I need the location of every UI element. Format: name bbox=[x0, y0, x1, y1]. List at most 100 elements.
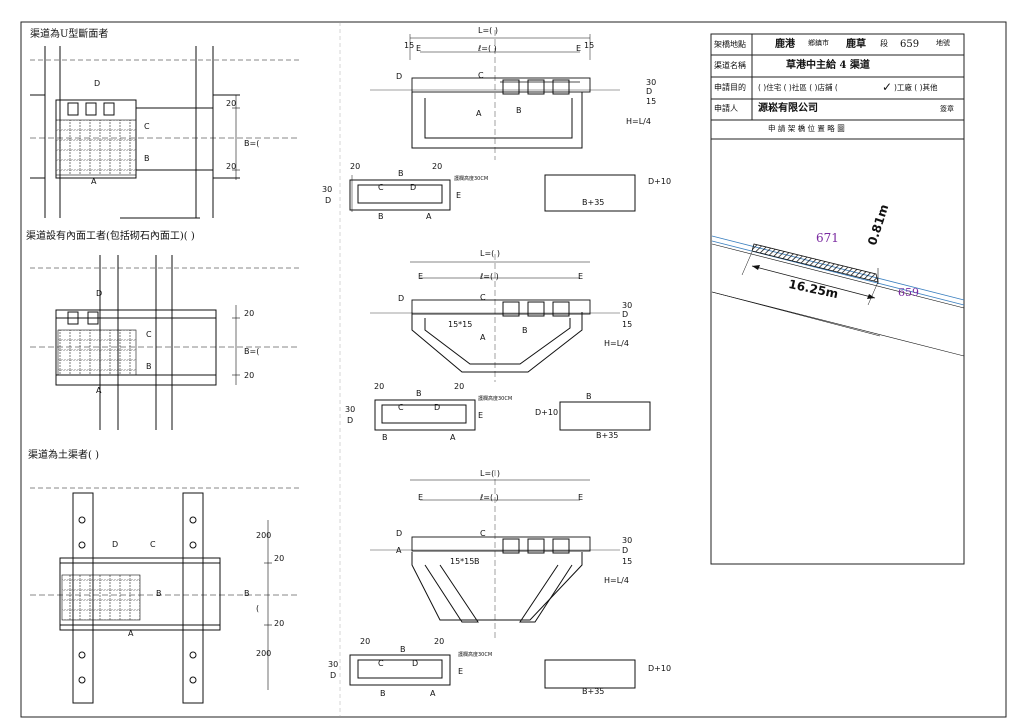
marker-b: B bbox=[378, 212, 384, 221]
dim-d: D bbox=[325, 196, 332, 205]
dim-30: 30 bbox=[328, 660, 339, 669]
sheet-border bbox=[20, 21, 1007, 718]
marker-c: C bbox=[150, 540, 156, 549]
dim-20: 20 bbox=[244, 371, 255, 380]
dim-20: 20 bbox=[274, 619, 285, 628]
dim-20: 20 bbox=[434, 637, 445, 646]
marker-c: C bbox=[478, 71, 484, 80]
dim-200: 200 bbox=[256, 531, 272, 540]
section-title-u: 渠道為U型斷面者 bbox=[30, 29, 109, 40]
marker-d: D bbox=[434, 403, 441, 412]
marker-b: B bbox=[156, 589, 162, 598]
marker-a: A bbox=[128, 629, 134, 638]
dim-30: 30 bbox=[622, 536, 633, 545]
road-line-2 bbox=[711, 291, 881, 337]
dim-15: 15 bbox=[622, 557, 633, 566]
form-lot: 659 bbox=[900, 39, 920, 50]
marker-b: B bbox=[382, 433, 388, 442]
section-earth bbox=[370, 470, 620, 640]
marker-e: E bbox=[456, 191, 462, 200]
lot-label-659: 659 bbox=[898, 286, 919, 299]
dim-d: D bbox=[330, 671, 337, 680]
marker-c: C bbox=[146, 330, 152, 339]
marker-c: C bbox=[144, 122, 150, 131]
dim-d10: D+10 bbox=[535, 408, 559, 417]
marker-a: A bbox=[450, 433, 456, 442]
marker-b: B bbox=[380, 689, 386, 698]
dim-l-total: L=( ) bbox=[480, 469, 500, 478]
form-canal-label: 渠道名稱 bbox=[714, 61, 746, 70]
dim-l-clear: ℓ=( ) bbox=[478, 44, 497, 53]
dim-30: 30 bbox=[646, 78, 657, 87]
marker-a: A bbox=[396, 546, 402, 555]
marker-b: B bbox=[146, 362, 152, 371]
dim-l-clear: ℓ=( ) bbox=[480, 493, 499, 502]
rail-note: 護欄高度30CM bbox=[458, 652, 493, 658]
dim-20: 20 bbox=[360, 637, 371, 646]
marker-c: C bbox=[398, 403, 404, 412]
plan-lining-section bbox=[30, 255, 300, 430]
dim-30: 30 bbox=[622, 301, 633, 310]
dim-20: 20 bbox=[350, 162, 361, 171]
form-applicant-label: 申請人 bbox=[714, 104, 738, 113]
form-purpose-options: ( )住宅 ( )社區 ( )店鋪 ( bbox=[758, 83, 838, 92]
dim-h: H=L/4 bbox=[604, 339, 629, 348]
dim-e: E bbox=[576, 44, 582, 53]
dim-e: E bbox=[578, 272, 584, 281]
marker-a: A bbox=[96, 386, 102, 395]
dim-l-clear: ℓ=( ) bbox=[480, 272, 499, 281]
dim-d10: D+10 bbox=[648, 664, 672, 673]
dim-15: 15 bbox=[646, 97, 657, 106]
bridge-hatch bbox=[751, 243, 879, 283]
length-dim-line bbox=[751, 265, 876, 299]
section-u bbox=[370, 30, 620, 160]
marker-d: D bbox=[396, 529, 403, 538]
road-line-1 bbox=[711, 291, 965, 357]
section-title-lining: 渠道設有內面工者(包括砌石內面工)( ) bbox=[26, 231, 195, 242]
chamfer-label: 15*15 bbox=[450, 557, 475, 566]
map-title: 申 請 架 橋 位 置 略 圖 bbox=[768, 124, 845, 133]
dim-200: 200 bbox=[256, 649, 272, 658]
dim-d: D bbox=[646, 87, 653, 96]
form-canal-name: 草港中主給 4 渠道 bbox=[786, 60, 870, 71]
dim-e: E bbox=[578, 493, 584, 502]
section-earth-slab bbox=[349, 654, 636, 689]
form-location-label: 架橋地點 bbox=[714, 40, 746, 49]
dim-h: H=L/4 bbox=[626, 117, 651, 126]
dim-d10: D+10 bbox=[648, 177, 672, 186]
marker-b: B bbox=[144, 154, 150, 163]
dim-b: B bbox=[416, 389, 422, 398]
marker-c: C bbox=[480, 293, 486, 302]
marker-c: C bbox=[378, 659, 384, 668]
dim-e: E bbox=[418, 272, 424, 281]
dim-20: 20 bbox=[454, 382, 465, 391]
dim-l-total: L=( ) bbox=[480, 249, 500, 258]
dim-20: 20 bbox=[226, 162, 237, 171]
dim-30: 30 bbox=[345, 405, 356, 414]
marker-a: A bbox=[480, 333, 486, 342]
marker-d: D bbox=[398, 294, 405, 303]
dim-20: 20 bbox=[274, 554, 285, 563]
marker-d: D bbox=[112, 540, 119, 549]
form-unit-section: 段 bbox=[880, 39, 888, 48]
marker-c: C bbox=[378, 183, 384, 192]
dim-d: D bbox=[622, 310, 629, 319]
marker-b: B bbox=[522, 326, 528, 335]
form-unit-town: 鄉鎮市 bbox=[808, 39, 829, 47]
dim-b35: B+35 bbox=[582, 687, 605, 696]
section-lining bbox=[370, 254, 620, 382]
form-purpose-label: 申請目的 bbox=[714, 83, 746, 92]
dim-20: 20 bbox=[374, 382, 385, 391]
dim-d: D bbox=[347, 416, 354, 425]
dim-b35: B+35 bbox=[582, 198, 605, 207]
marker-b: B bbox=[516, 106, 522, 115]
marker-d: D bbox=[396, 72, 403, 81]
dim-h: H=L/4 bbox=[604, 576, 629, 585]
dim-20: 20 bbox=[226, 99, 237, 108]
dim-20: 20 bbox=[244, 309, 255, 318]
marker-e: E bbox=[478, 411, 484, 420]
marker-a: A bbox=[91, 177, 97, 186]
dim-e: E bbox=[416, 44, 422, 53]
dim-b35: B+35 bbox=[596, 431, 619, 440]
section-title-earth: 渠道為土渠者( ) bbox=[28, 450, 99, 461]
